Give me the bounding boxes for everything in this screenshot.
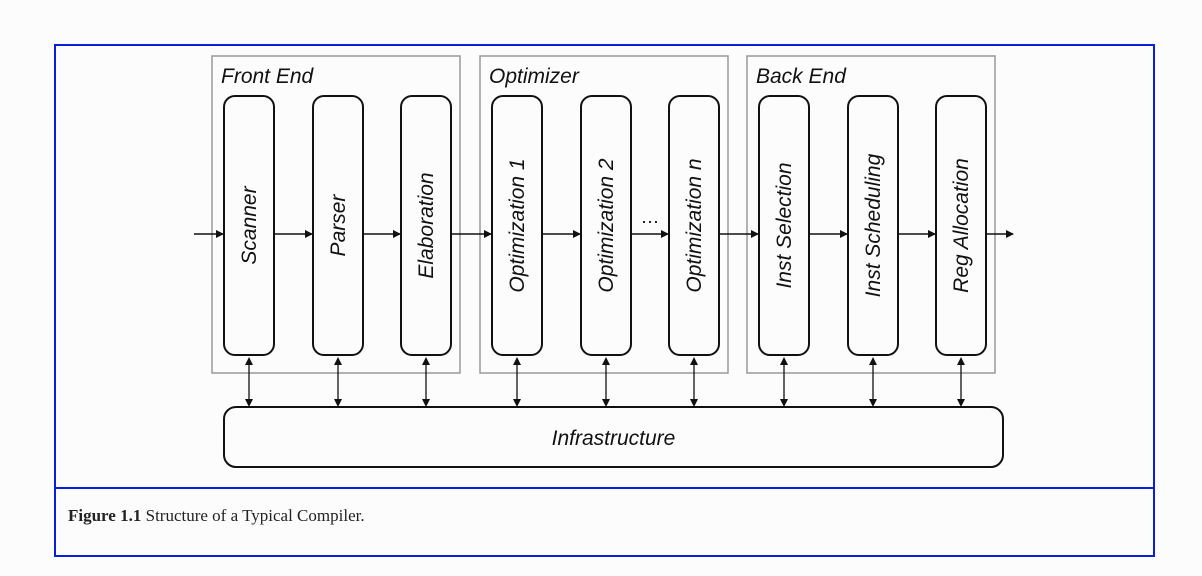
arrow-down-icon (869, 399, 877, 407)
arrow-down-icon (957, 399, 965, 407)
arrow-up-icon (957, 357, 965, 365)
arrow-up-icon (869, 357, 877, 365)
stage-inst-selection: Inst Selection (758, 95, 810, 356)
stage-optimization-n: Optimization n (668, 95, 720, 356)
arrow-down-icon (245, 399, 253, 407)
stage-box (580, 95, 632, 356)
figure-caption: Figure 1.1 Structure of a Typical Compil… (68, 506, 365, 526)
figure-caption-label: Figure 1.1 (68, 506, 142, 525)
stage-box (223, 95, 275, 356)
stage-label: Optimization n (683, 158, 706, 292)
arrow-down-icon (422, 399, 430, 407)
infrastructure-label: Infrastructure (552, 427, 676, 450)
arrow-up-icon (422, 357, 430, 365)
arrow-down-icon (513, 399, 521, 407)
stage-box (847, 95, 899, 356)
group-label: Back End (756, 65, 847, 88)
group-border (211, 55, 461, 374)
stage-optimization-2: Optimization 2 (580, 95, 632, 356)
arrow-up-icon (513, 357, 521, 365)
stage-optimization-1: Optimization 1 (491, 95, 543, 356)
infrastructure-block: Infrastructure (223, 406, 1004, 468)
stage-label: Optimization 1 (506, 158, 529, 292)
group-label: Optimizer (489, 65, 580, 88)
stage-label: Scanner (238, 185, 261, 264)
arrow-up-icon (602, 357, 610, 365)
stage-box (400, 95, 452, 356)
stage-group-back-end: Back End (746, 55, 996, 374)
figure-caption-text: Structure of a Typical Compiler. (145, 506, 365, 525)
stage-inst-scheduling: Inst Scheduling (847, 95, 899, 356)
arrow-up-icon (245, 357, 253, 365)
stage-elaboration: Elaboration (400, 95, 452, 356)
group-label: Front End (221, 65, 315, 88)
arrow-up-icon (690, 357, 698, 365)
stage-box (491, 95, 543, 356)
arrow-down-icon (602, 399, 610, 407)
arrow-down-icon (780, 399, 788, 407)
stage-group-optimizer: Optimizer (479, 55, 729, 374)
arrow-down-icon (334, 399, 342, 407)
stage-label: Optimization 2 (595, 158, 618, 293)
stage-box (312, 95, 364, 356)
stage-label: Parser (327, 194, 350, 257)
stage-parser: Parser (312, 95, 364, 356)
stage-scanner: Scanner (223, 95, 275, 356)
infrastructure-box (223, 406, 1004, 468)
caption-divider (56, 487, 1153, 489)
stage-group-front-end: Front End (211, 55, 461, 374)
stage-box (758, 95, 810, 356)
arrow-up-icon (780, 357, 788, 365)
stage-label: Elaboration (415, 172, 438, 278)
stage-label: Inst Selection (773, 162, 796, 288)
stage-label: Reg Allocation (950, 158, 973, 293)
stage-box (935, 95, 987, 356)
group-border (479, 55, 729, 374)
stage-label: Inst Scheduling (862, 153, 885, 297)
group-border (746, 55, 996, 374)
stage-box (668, 95, 720, 356)
arrow-up-icon (334, 357, 342, 365)
stage-reg-allocation: Reg Allocation (935, 95, 987, 356)
ellipsis-icon: ⋯ (641, 212, 659, 232)
arrow-down-icon (690, 399, 698, 407)
